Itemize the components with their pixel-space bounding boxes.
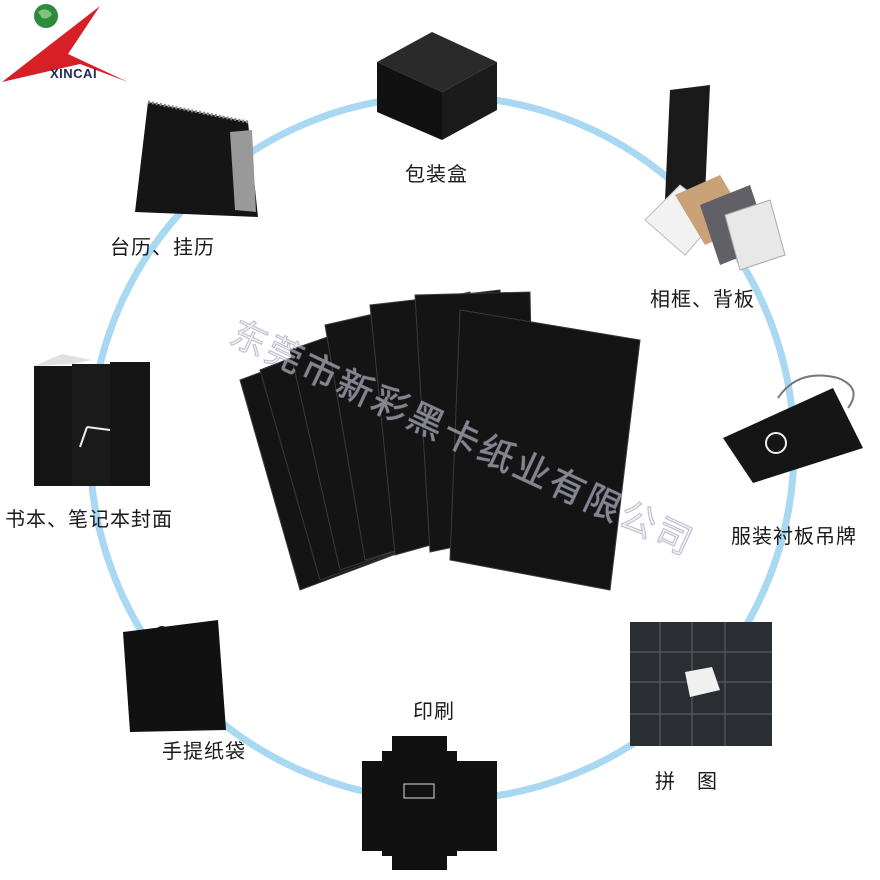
logo-mark-icon	[2, 4, 128, 82]
label-printing: 印刷	[413, 699, 455, 723]
hang-tag-icon	[723, 374, 863, 483]
desk-calendar-icon	[135, 100, 258, 217]
hang-tag-item	[718, 368, 868, 492]
paper-bag-icon	[123, 620, 226, 732]
label-jigsaw: 拼 图	[655, 769, 718, 793]
label-hang-tag: 服装衬板吊牌	[731, 524, 857, 548]
jigsaw-item	[630, 622, 772, 750]
xincai-logo: XINCAI	[0, 0, 140, 90]
gift-box-item	[372, 22, 502, 146]
book-covers-item	[32, 352, 170, 494]
book-covers-icon	[34, 354, 150, 486]
label-paper-bag: 手提纸袋	[162, 739, 246, 763]
brand-name: XINCAI	[50, 66, 98, 81]
paper-bag-item	[118, 612, 230, 742]
gift-box-icon	[377, 32, 497, 140]
label-packaging-box: 包装盒	[405, 162, 468, 186]
printed-box-item	[362, 736, 502, 874]
black-sheets-icon	[239, 289, 641, 591]
desk-calendar-item	[130, 92, 258, 226]
label-book-covers: 书本、笔记本封面	[5, 507, 173, 531]
printed-box-icon	[362, 736, 497, 870]
jigsaw-puzzle-icon	[630, 622, 772, 746]
label-photo-frame: 相框、背板	[650, 287, 755, 311]
label-calendar: 台历、挂历	[110, 235, 215, 259]
photo-frame-item	[640, 85, 790, 284]
photo-frame-icon	[644, 85, 786, 271]
black-card-sheets	[200, 280, 660, 600]
